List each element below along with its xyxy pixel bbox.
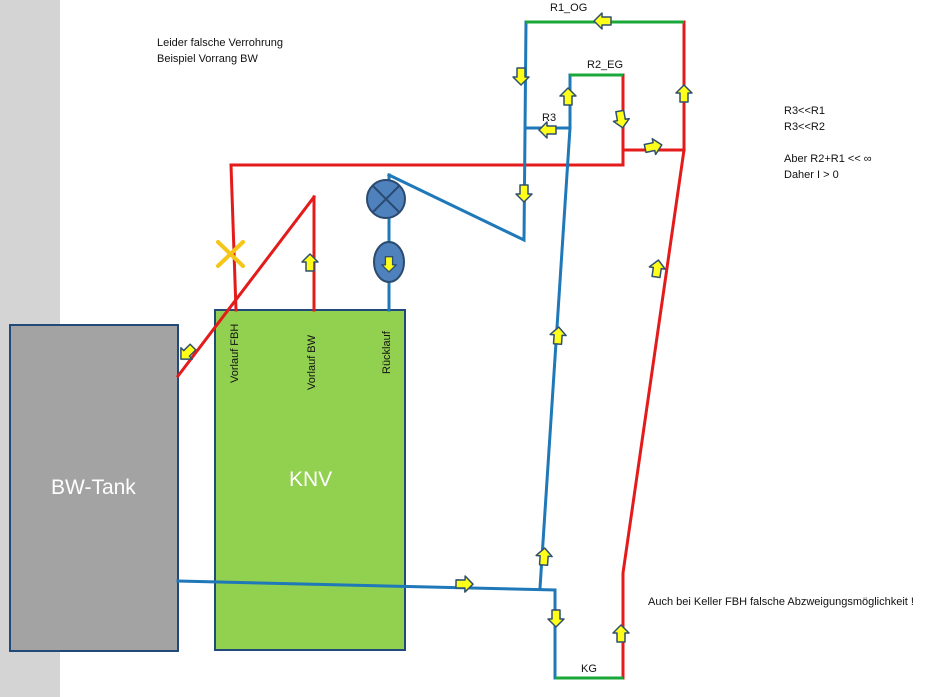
flow-arrow-icon	[547, 609, 565, 628]
kg-label: KG	[581, 663, 597, 675]
flow-arrow-icon	[675, 84, 693, 103]
tank-feed-pipe	[175, 194, 317, 379]
return-zigzag-pipe	[386, 20, 528, 243]
right-note-line-2: R3<<R2	[784, 121, 825, 133]
fbh-supply-pipe	[229, 163, 625, 312]
port-label-ruecklauf: Rücklauf	[381, 331, 393, 374]
right-note-line-3: Aber R2+R1 << ∞	[784, 153, 872, 165]
flow-arrow-icon	[593, 12, 612, 30]
mixing-valve[interactable]	[366, 179, 406, 219]
bottom-note: Auch bei Keller FBH falsche Abzweigungsm…	[648, 596, 914, 608]
supply-pipes-red	[175, 20, 686, 680]
note-line-2: Beispiel Vorrang BW	[157, 53, 258, 65]
knv-label: KNV	[289, 468, 333, 491]
knv-unit	[214, 309, 406, 651]
flow-arrow-icon	[559, 87, 577, 106]
flow-arrow-icon	[455, 575, 474, 593]
bw-tank-label: BW-Tank	[51, 476, 136, 499]
note-line-1: Leider falsche Verrohrung	[157, 37, 283, 49]
port-label-vorlauf-fbh: Vorlauf FBH	[229, 323, 241, 383]
flow-arrow-icon	[301, 253, 319, 272]
pump[interactable]	[373, 241, 405, 283]
blocked-cross-icon	[216, 240, 245, 268]
r1-og-label: R1_OG	[550, 2, 588, 14]
port-label-vorlauf-bw: Vorlauf BW	[306, 334, 318, 390]
bw-tank	[9, 324, 179, 652]
flow-arrow-icon	[534, 546, 554, 567]
kg-return-riser	[621, 148, 686, 680]
flow-arrow-icon	[612, 624, 630, 643]
flow-arrow-icon	[515, 184, 533, 203]
tank-return-pipe	[176, 579, 557, 592]
right-note-line-1: R3<<R1	[784, 105, 825, 117]
flow-arrow-icon	[642, 136, 665, 158]
r2-eg-label: R2_EG	[587, 59, 624, 71]
flow-arrow-icon	[548, 325, 568, 346]
flow-arrow-icon	[611, 108, 632, 130]
flow-arrow-icon	[647, 258, 668, 279]
r3-label: R3	[542, 112, 557, 124]
right-note-line-4: Daher I > 0	[784, 169, 839, 181]
